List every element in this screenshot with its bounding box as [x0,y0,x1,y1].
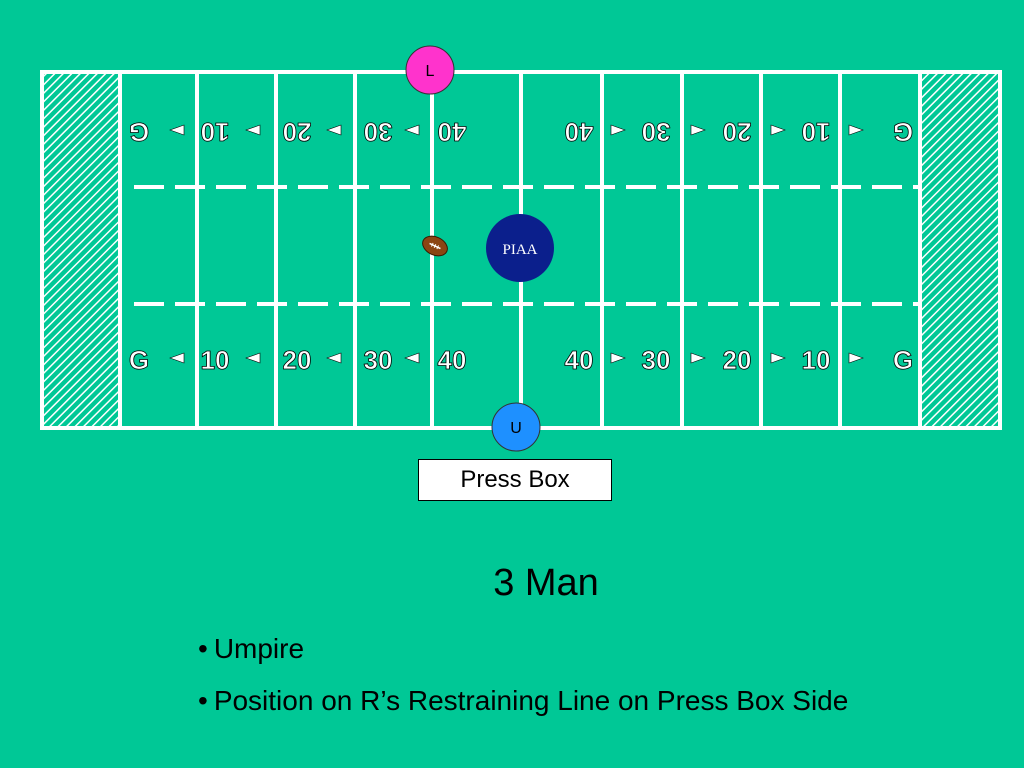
bullet-item: •Umpire [198,633,304,665]
direction-arrow [404,352,420,364]
yard-number: 10 [201,345,230,375]
yard-number: 40 [438,345,467,375]
direction-arrow [690,124,706,136]
press-box: Press Box [418,459,612,501]
bullet-item: •Position on R’s Restraining Line on Pre… [198,685,848,717]
yard-number: 40 [565,117,594,147]
official-umpire-marker: U [491,402,541,452]
yard-number: 10 [802,117,831,147]
bullet-glyph: • [198,633,208,664]
end-zone-left [42,72,120,428]
field-lines [40,70,1002,430]
bullet-text: Umpire [213,633,305,664]
yard-number: 10 [201,117,230,147]
official-linesman-label: L [426,63,435,80]
yard-number: 20 [723,117,752,147]
direction-arrow [169,124,185,136]
bullet-glyph: • [198,685,208,716]
yard-number: 20 [723,345,752,375]
end-zone-right [920,72,1000,428]
official-umpire-label: U [510,420,522,437]
direction-arrow [326,124,342,136]
direction-arrow [690,352,706,364]
direction-arrow [770,124,786,136]
yard-number: 30 [364,117,393,147]
yard-number: 20 [283,117,312,147]
direction-arrow [245,352,261,364]
slide-title: 3 Man [493,562,599,604]
yard-number: 30 [642,345,671,375]
direction-arrow [848,352,864,364]
yard-number: 40 [438,117,467,147]
football-icon [422,235,448,257]
yard-number: G [129,345,149,375]
yard-number: G [129,117,149,147]
bullet-text: Position on R’s Restraining Line on Pres… [213,685,849,716]
yard-number: 30 [364,345,393,375]
official-linesman-marker: L [405,45,455,95]
yard-number: G [893,117,913,147]
piaa-logo-text: PIAA [502,242,537,258]
yard-number: 40 [565,345,594,375]
direction-arrow [610,352,626,364]
yard-number: 30 [642,117,671,147]
direction-arrow [770,352,786,364]
yard-number: 20 [283,345,312,375]
press-box-label: Press Box [460,466,570,493]
direction-arrow [245,124,261,136]
piaa-logo: PIAA [486,214,554,282]
top-yard-numbers: G 10 20 30 40 40 30 20 10 G [128,117,913,148]
direction-arrow [848,124,864,136]
yard-number: G [893,345,913,375]
direction-arrow [404,124,420,136]
direction-arrow [326,352,342,364]
yard-number: 10 [802,345,831,375]
direction-arrow [169,352,185,364]
direction-arrow [610,124,626,136]
bottom-yard-numbers: G 10 20 30 40 40 30 20 10 G [128,345,913,376]
